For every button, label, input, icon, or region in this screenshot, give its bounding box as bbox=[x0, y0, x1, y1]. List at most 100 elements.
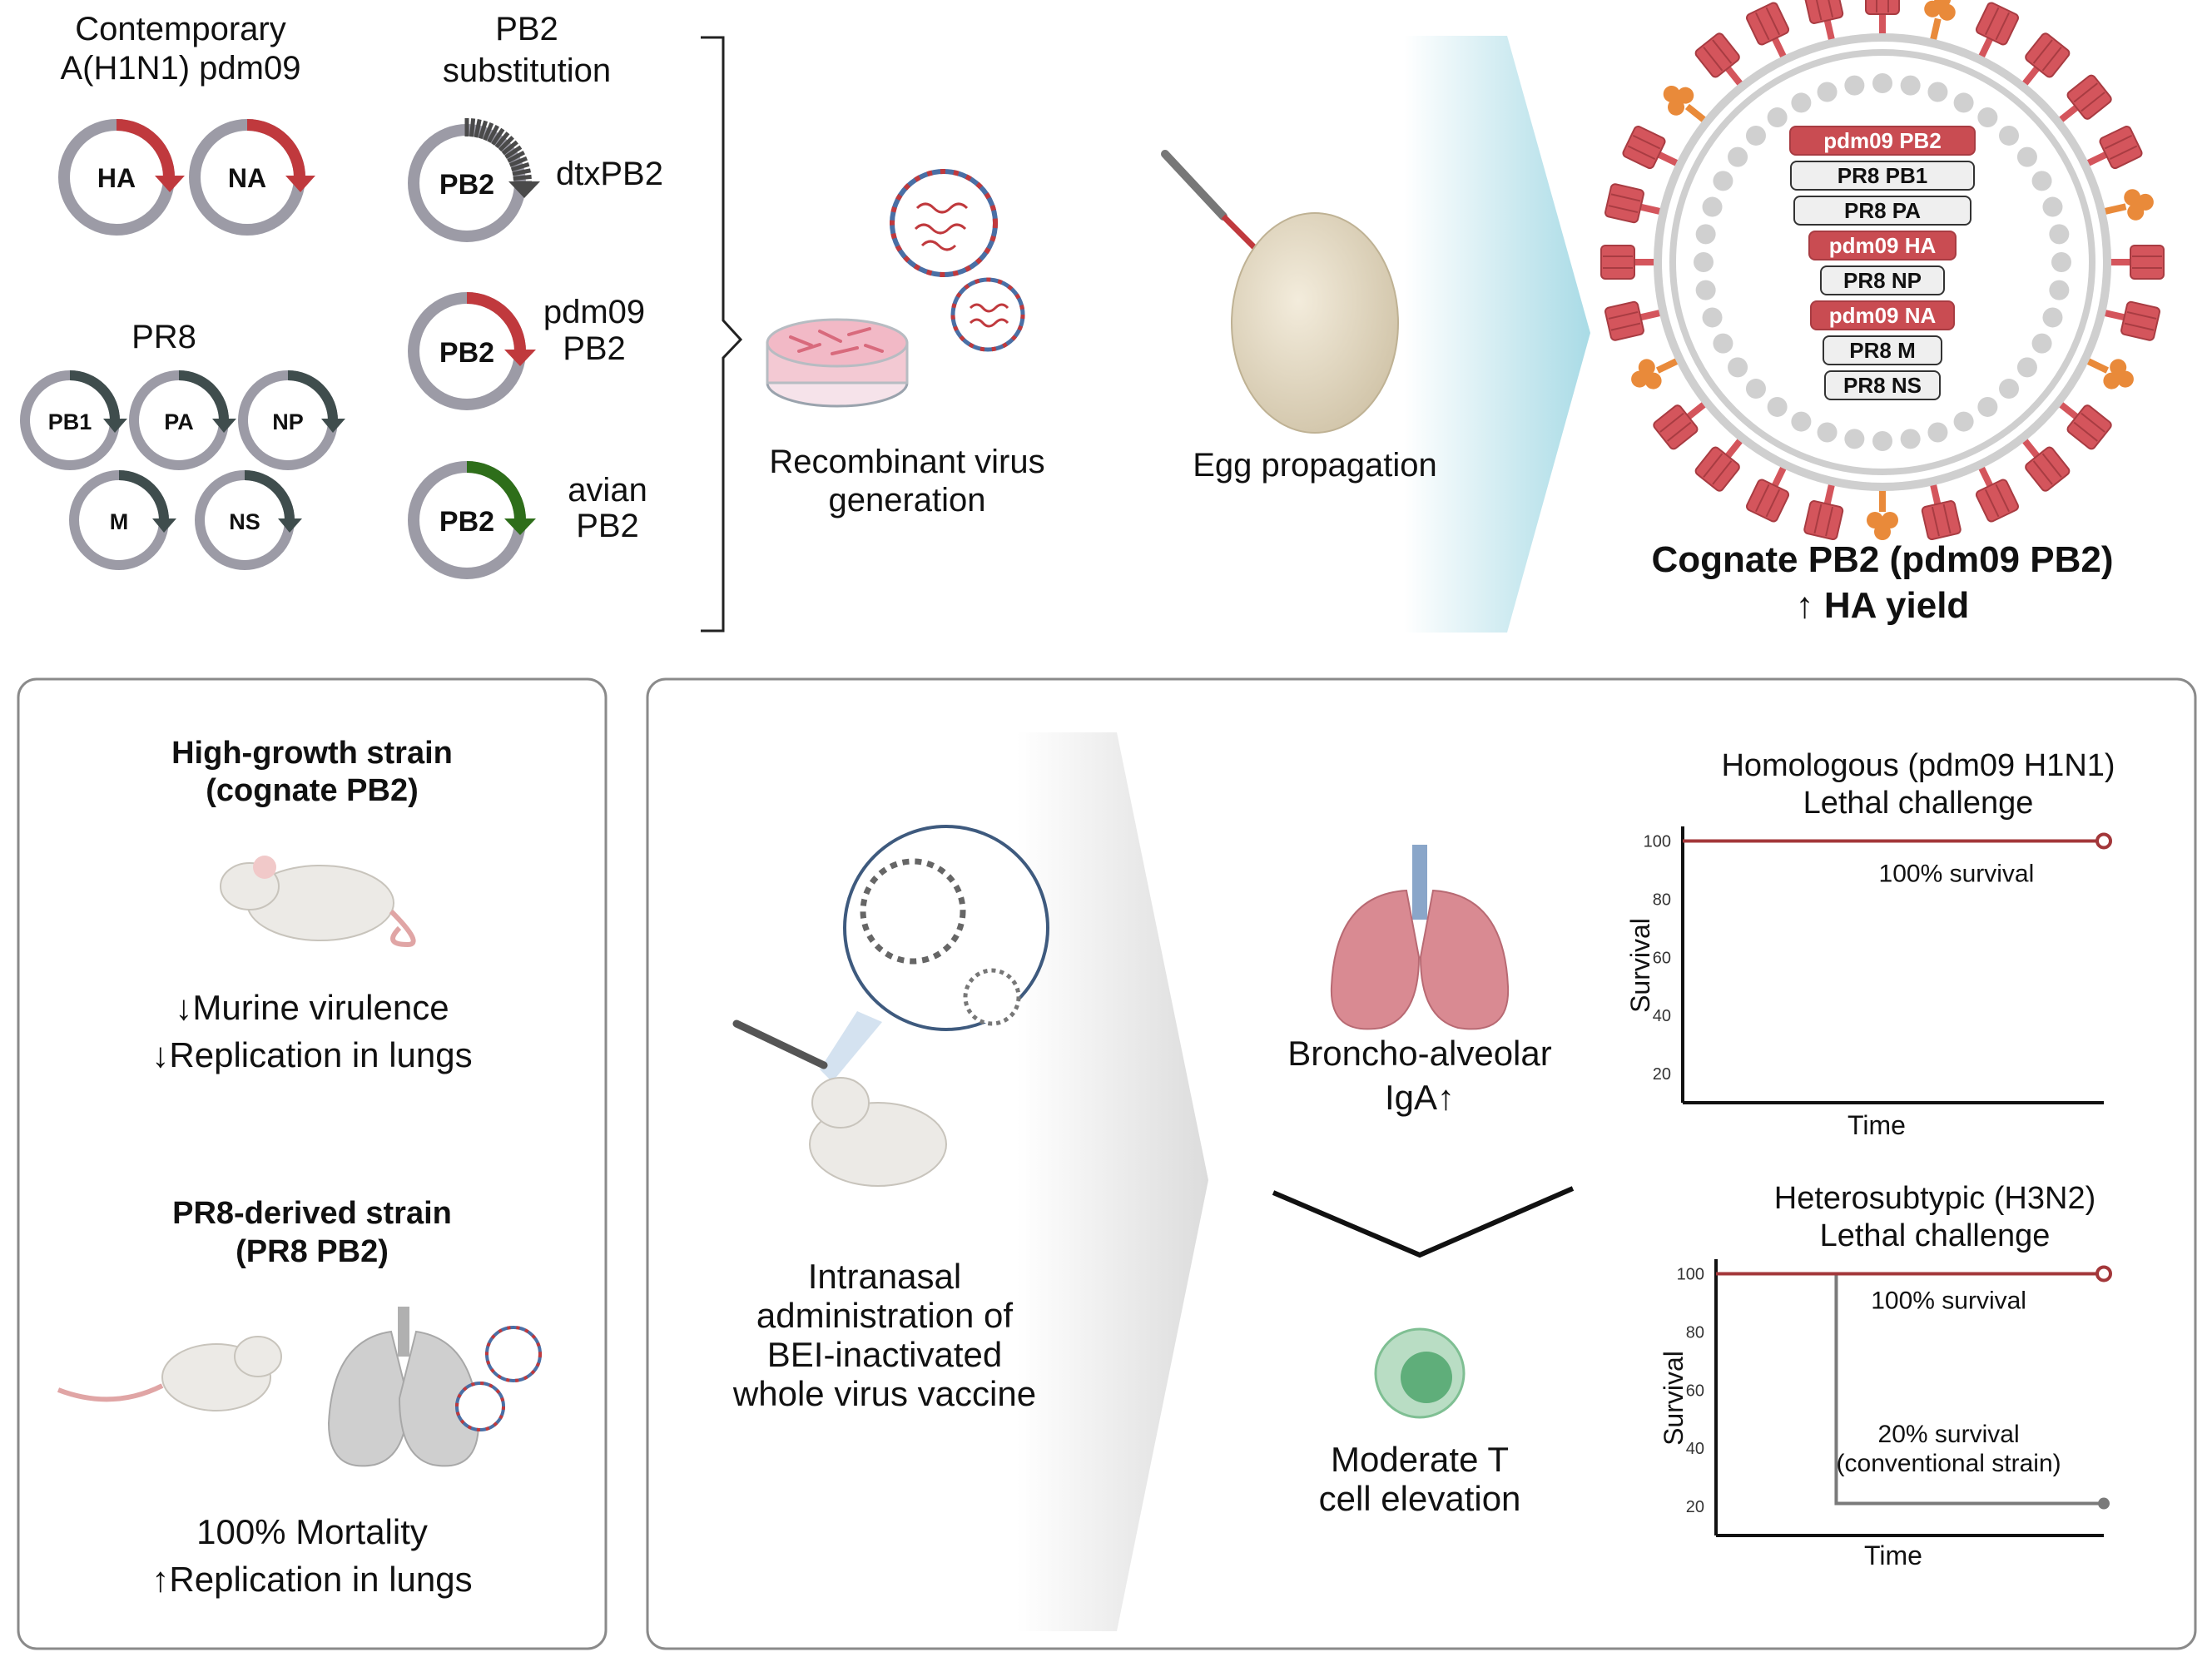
high-growth-effect-1: ↓Murine virulence bbox=[175, 988, 449, 1027]
ha-spike bbox=[1604, 300, 1664, 341]
matrix-dot bbox=[2049, 224, 2070, 245]
ha-spike bbox=[1803, 0, 1844, 44]
ha-spike bbox=[2020, 32, 2071, 89]
na-spike bbox=[2100, 189, 2154, 221]
contemporary-group: Contemporary A(H1N1) pdm09 HA NA bbox=[58, 11, 315, 236]
dtx-tick bbox=[507, 151, 525, 163]
cells-icon bbox=[789, 327, 884, 355]
pr8-derived-effect-2: ↑Replication in lungs bbox=[151, 1560, 472, 1599]
x-axis-label: Time bbox=[1864, 1540, 1922, 1570]
ha-spike bbox=[1865, 0, 1900, 37]
pr8-derived-title-1: PR8-derived strain bbox=[172, 1196, 452, 1231]
ha-spike bbox=[1975, 2, 2019, 62]
gene-segment: pdm09 PB2 bbox=[1789, 126, 1976, 156]
matrix-dot bbox=[1702, 307, 1723, 328]
matrix-dot bbox=[1999, 379, 2020, 399]
recombinant-generation: Recombinant virus generation bbox=[766, 169, 1045, 518]
matrix-dot bbox=[1900, 75, 1921, 96]
high-growth-title-2: (cognate PB2) bbox=[206, 773, 418, 808]
ha-spike bbox=[1600, 245, 1658, 280]
high-growth-title-1: High-growth strain bbox=[171, 736, 453, 771]
gene-segment: PR8 M bbox=[1823, 335, 1942, 365]
ha-spike bbox=[1921, 480, 1962, 540]
dtx-tick bbox=[498, 136, 514, 152]
matrix-dot bbox=[1791, 92, 1812, 113]
matrix-dot bbox=[1927, 82, 1948, 102]
admin-label-4: whole virus vaccine bbox=[732, 1374, 1036, 1413]
matrix-dot bbox=[1713, 333, 1733, 354]
matrix-dot bbox=[1953, 411, 1974, 432]
ha-spike bbox=[1604, 183, 1664, 224]
dtx-tick bbox=[504, 145, 523, 159]
homologous-chart: Homologous (pdm09 H1N1)Lethal challenge2… bbox=[1625, 748, 2115, 1140]
admin-label-1: Intranasal bbox=[808, 1257, 961, 1296]
admin-label-3: BEI-inactivated bbox=[767, 1335, 1002, 1374]
y-tick-label: 80 bbox=[1653, 891, 1671, 909]
segment-m: M bbox=[69, 470, 176, 570]
dtx-tick bbox=[512, 168, 531, 176]
y-tick-label: 60 bbox=[1653, 949, 1671, 967]
pb2-title-2: substitution bbox=[443, 52, 611, 89]
chart-title-1: Homologous (pdm09 H1N1) bbox=[1721, 748, 2115, 783]
high-growth-effect-2: ↓Replication in lungs bbox=[151, 1035, 472, 1074]
pr8-title: PR8 bbox=[131, 319, 196, 355]
egg-propagation: Egg propagation bbox=[1161, 150, 1437, 484]
admin-label-2: administration of bbox=[756, 1296, 1013, 1335]
dtx-tick bbox=[491, 127, 505, 146]
mouse-virulence-panel bbox=[17, 677, 608, 1650]
matrix-dot bbox=[1872, 73, 1892, 93]
dtx-tick bbox=[469, 118, 476, 137]
contemporary-title-2: A(H1N1) pdm09 bbox=[60, 50, 300, 87]
ha-spike bbox=[1746, 2, 1790, 62]
matrix-dot bbox=[1844, 429, 1865, 449]
y-tick-label: 80 bbox=[1686, 1323, 1704, 1342]
segment-dtxpb2: PB2 dtxPB2 bbox=[408, 118, 663, 242]
ha-spike bbox=[2056, 74, 2112, 125]
matrix-dot bbox=[2031, 171, 2052, 191]
matrix-dot bbox=[2016, 146, 2037, 167]
egg-label: Egg propagation bbox=[1193, 447, 1437, 484]
y-tick-label: 100 bbox=[1677, 1265, 1704, 1283]
iga-label-2: IgA↑ bbox=[1385, 1078, 1455, 1117]
iga-label-1: Broncho-alveolar bbox=[1287, 1034, 1552, 1073]
pr8-derived-title-2: (PR8 PB2) bbox=[236, 1234, 389, 1269]
matrix-dot bbox=[1977, 396, 1998, 417]
virus-particle-icon bbox=[890, 169, 998, 277]
gene-segment-label: PR8 NP bbox=[1843, 268, 1922, 293]
segment-m-label: M bbox=[110, 509, 129, 534]
y-axis-label: Survival bbox=[1659, 1351, 1689, 1446]
curve-end-marker bbox=[2098, 1497, 2110, 1510]
heterosubtypic-chart: Heterosubtypic (H3N2)Lethal challenge204… bbox=[1659, 1181, 2112, 1570]
segment-ns-label: NS bbox=[229, 509, 260, 534]
ha-spike bbox=[1975, 463, 2019, 523]
gene-segment: PR8 NS bbox=[1824, 370, 1941, 400]
gene-segment: PR8 PB1 bbox=[1790, 161, 1975, 191]
chart-annotation: 20% survival bbox=[1878, 1421, 2020, 1448]
y-tick-label: 60 bbox=[1686, 1382, 1704, 1400]
y-tick-label: 100 bbox=[1644, 832, 1671, 851]
segment-ns: NS bbox=[195, 470, 302, 570]
dtx-tick bbox=[478, 120, 489, 140]
chart-annotation: (conventional strain) bbox=[1837, 1450, 2061, 1477]
gene-segment-label: PR8 PB1 bbox=[1838, 163, 1927, 188]
avianpb2-label-1: avian bbox=[568, 472, 647, 509]
segment-pa-label: PA bbox=[164, 409, 194, 434]
dtx-tick bbox=[483, 122, 494, 141]
recombinant-label-2: generation bbox=[828, 482, 985, 518]
dropper-icon bbox=[732, 1020, 828, 1069]
gene-segment-label: PR8 NS bbox=[1843, 373, 1922, 398]
gene-segment-label: PR8 PA bbox=[1844, 198, 1921, 223]
matrix-dot bbox=[1702, 196, 1723, 217]
chart-annotation: 100% survival bbox=[1879, 860, 2035, 887]
result-title-2: ↑ HA yield bbox=[1796, 585, 1970, 626]
matrix-dot bbox=[1927, 422, 1948, 443]
matrix-dot bbox=[1900, 429, 1921, 449]
matrix-dot bbox=[1953, 92, 1974, 113]
process-arrow bbox=[1404, 36, 1590, 633]
iga-section: Broncho-alveolar IgA↑ bbox=[1287, 845, 1552, 1117]
matrix-dot bbox=[1999, 125, 2020, 146]
pb2-title-1: PB2 bbox=[495, 11, 558, 47]
y-tick-label: 40 bbox=[1653, 1007, 1671, 1025]
